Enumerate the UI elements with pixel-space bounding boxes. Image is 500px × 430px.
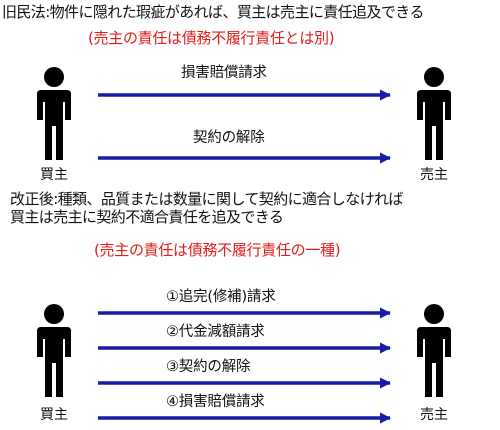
old-seller-label: 売主 xyxy=(420,167,448,183)
new-seller-person-icon xyxy=(417,304,451,397)
new-buyer-person-icon xyxy=(37,304,71,397)
old-buyer-person-icon xyxy=(37,67,71,160)
new-seller-label: 売主 xyxy=(420,407,448,423)
new-arrow-label-4: ④損害賠償請求 xyxy=(166,394,265,410)
new-arrow-label-2: ②代金減額請求 xyxy=(166,324,265,340)
old-buyer-label: 買主 xyxy=(40,167,68,183)
new-buyer-label: 買主 xyxy=(40,407,68,423)
old-arrow-label-1: 損害賠償請求 xyxy=(181,65,267,81)
new-arrow-label-3: ③契約の解除 xyxy=(166,359,251,375)
old-seller-person-icon xyxy=(417,67,451,160)
new-law-note: (売主の責任は債務不履行責任の一種) xyxy=(94,241,341,259)
old-law-statement: 旧民法:物件に隠れた瑕疵があれば、買主は売主に責任追及できる xyxy=(2,3,424,21)
new-law-statement-line1: 改正後:種類、品質または数量に関して契約に適合しなければ xyxy=(10,190,403,208)
old-law-note: (売主の責任は債務不履行責任とは別) xyxy=(88,29,335,47)
new-law-statement-line2: 買主は売主に契約不適合責任を追及できる xyxy=(10,208,284,226)
old-arrow-label-2: 契約の解除 xyxy=(193,130,265,146)
new-arrow-label-1: ①追完(修補)請求 xyxy=(166,289,276,305)
